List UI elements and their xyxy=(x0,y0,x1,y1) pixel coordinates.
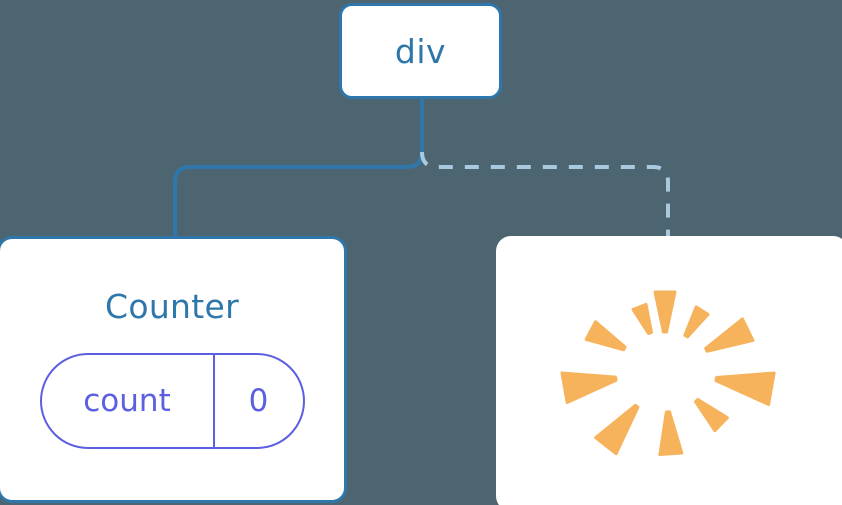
sparkle-burst-rays xyxy=(560,290,776,457)
node-div[interactable]: div xyxy=(339,3,502,99)
sparkle-ray-2 xyxy=(704,317,755,353)
sparkle-ray-4 xyxy=(694,397,729,433)
sparkle-burst-icon xyxy=(560,290,776,457)
sparkle-ray-3 xyxy=(714,371,776,407)
card-burst[interactable] xyxy=(496,236,842,505)
sparkle-ray-6 xyxy=(594,403,640,456)
state-pill-count[interactable]: count 0 xyxy=(39,353,305,449)
state-pill-value: 0 xyxy=(215,355,303,447)
node-div-label: div xyxy=(394,31,447,71)
state-pill-key: count xyxy=(42,355,215,447)
sparkle-ray-9 xyxy=(631,302,653,336)
state-pill-key-label: count xyxy=(83,382,171,419)
state-pill-value-label: 0 xyxy=(248,382,269,419)
edge-root-to-burst xyxy=(420,151,670,240)
sparkle-ray-0 xyxy=(653,290,677,334)
sparkle-ray-8 xyxy=(584,320,627,352)
card-counter[interactable]: Counter count 0 xyxy=(0,236,347,503)
sparkle-ray-1 xyxy=(683,305,710,339)
sparkle-ray-7 xyxy=(560,371,618,404)
card-counter-title: Counter xyxy=(105,287,239,326)
edge-root-to-counter xyxy=(173,97,424,242)
sparkle-ray-5 xyxy=(658,410,684,457)
